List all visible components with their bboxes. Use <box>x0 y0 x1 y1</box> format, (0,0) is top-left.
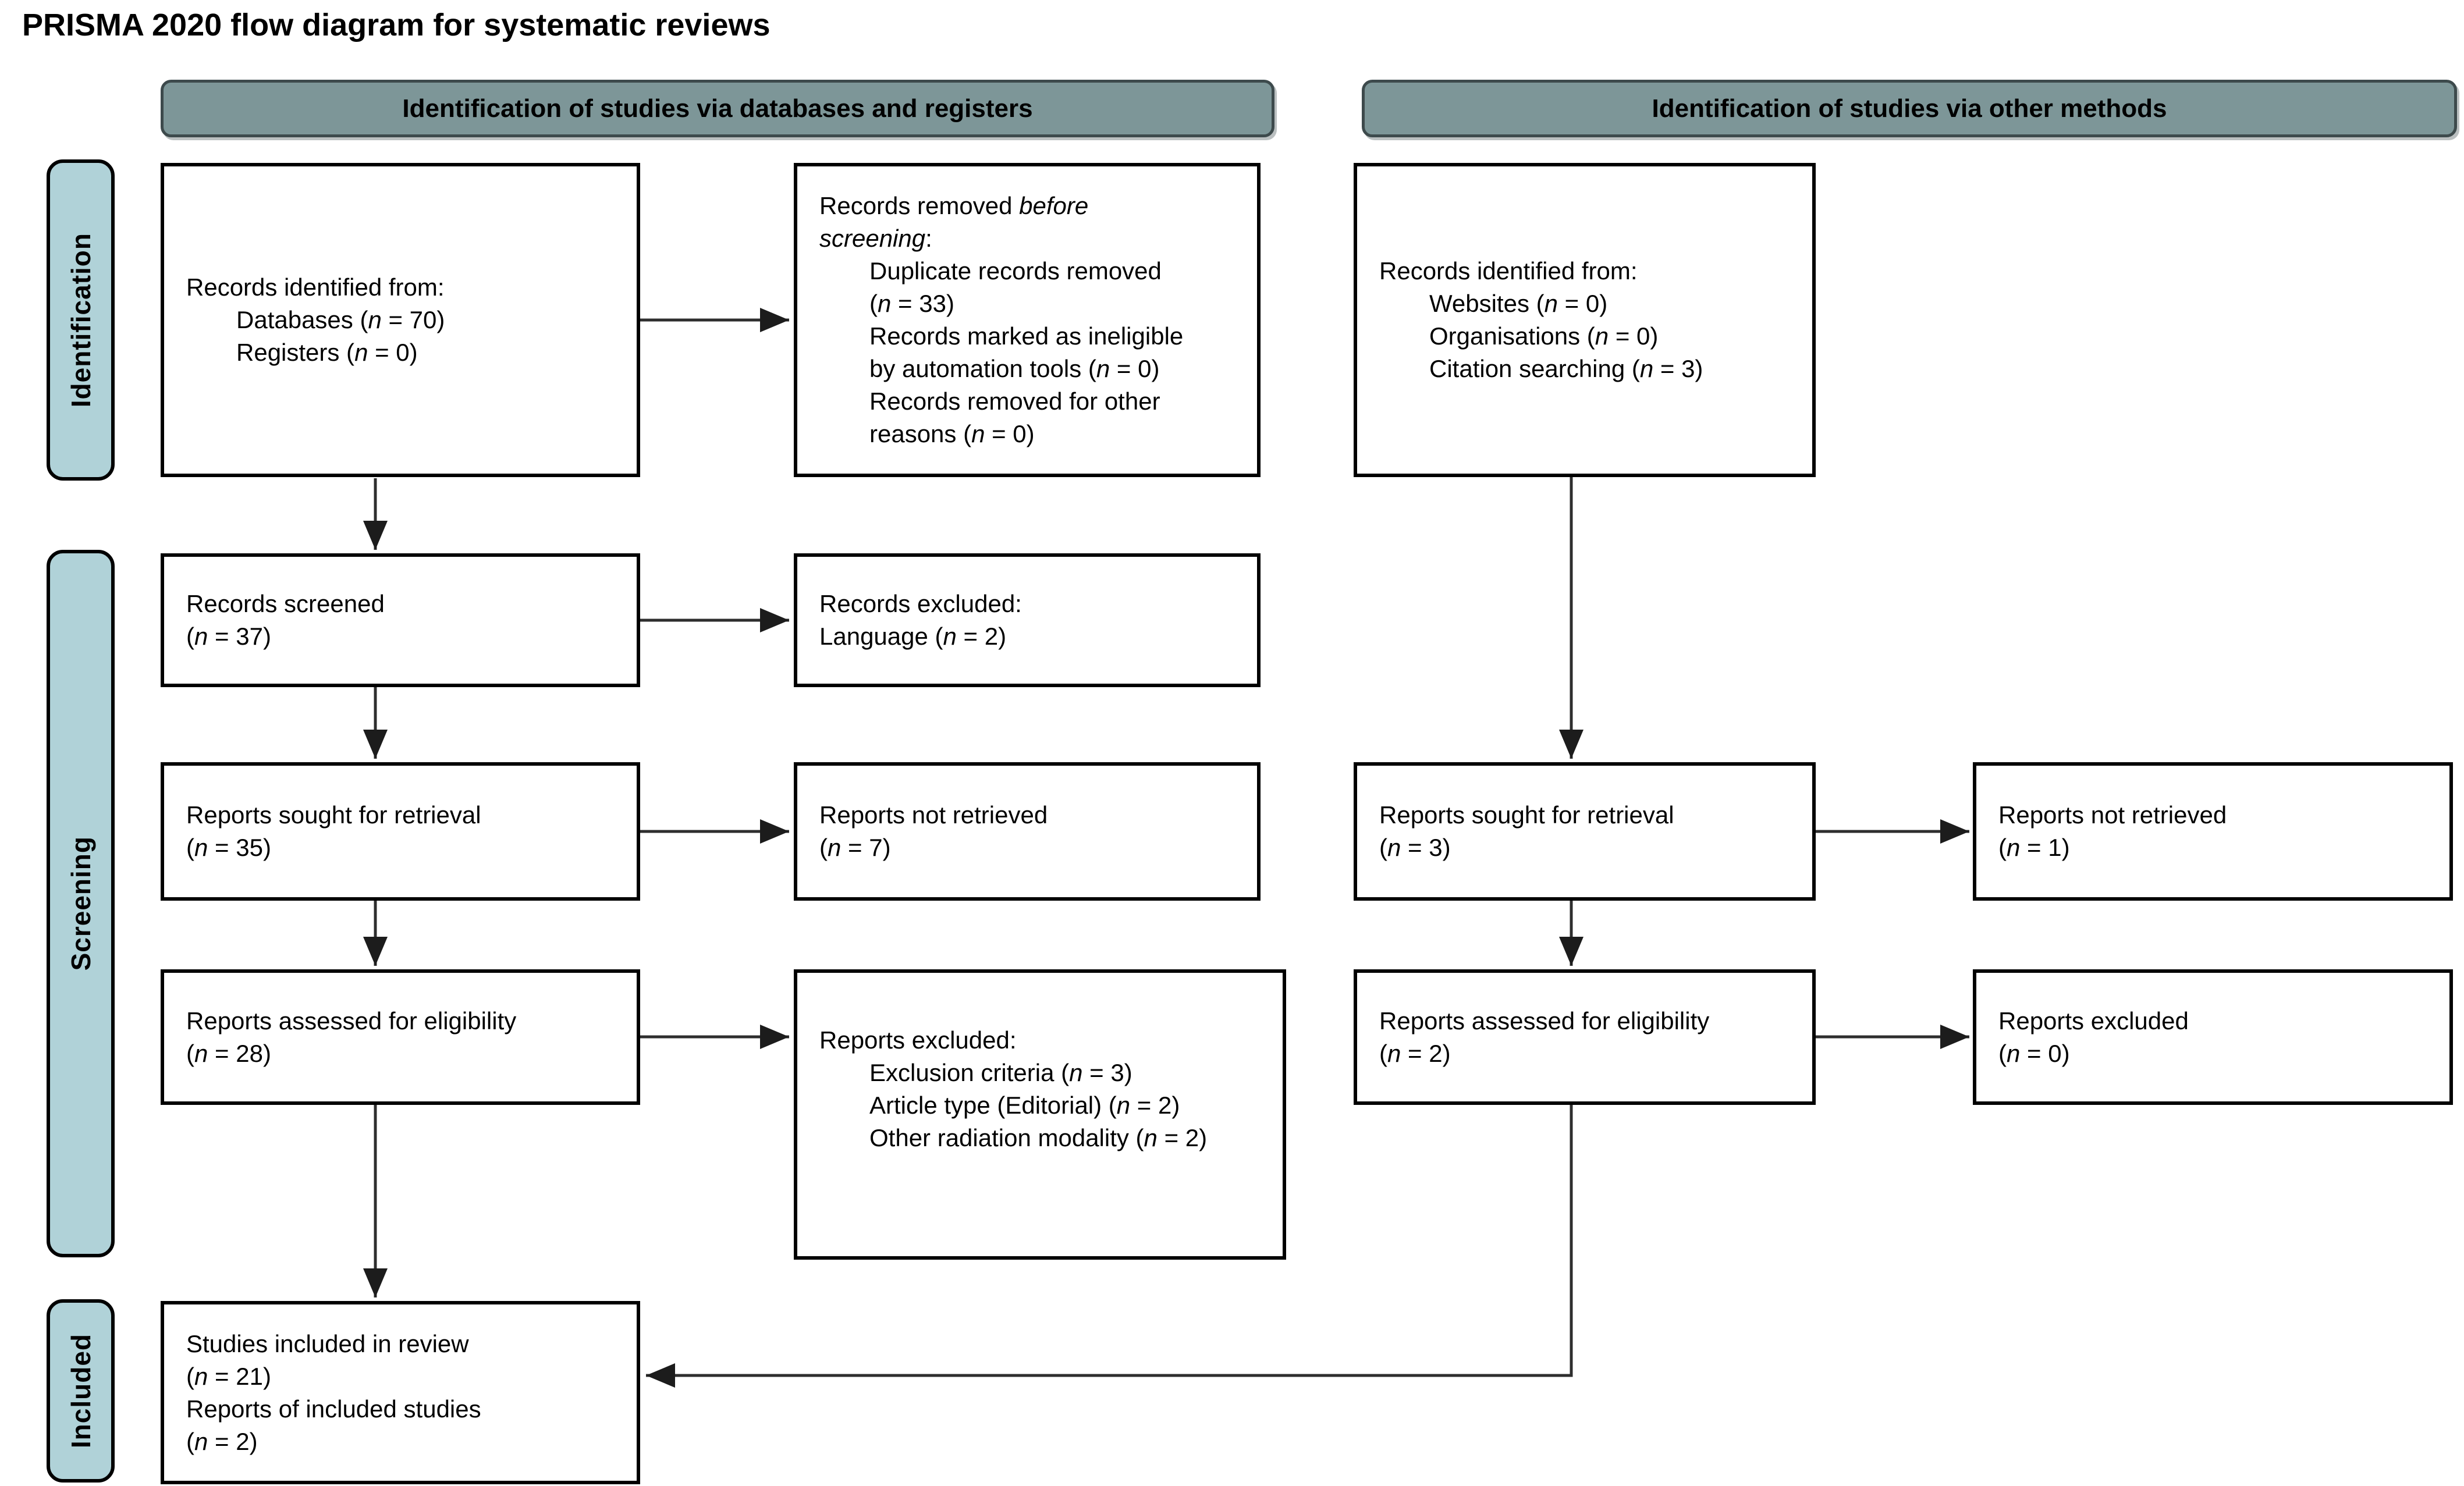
box-records-excluded: Records excluded:Language (n = 2) <box>794 553 1261 687</box>
header-other-methods: Identification of studies via other meth… <box>1362 80 2457 137</box>
stage-screening: Screening <box>47 550 115 1257</box>
header-databases-registers-label: Identification of studies via databases … <box>402 94 1033 123</box>
box-reports-not-retrieved-databases: Reports not retrieved(n = 7) <box>794 762 1261 901</box>
box-records-identified-databases: Records identified from:Databases (n = 7… <box>161 163 640 477</box>
box-reports-sought-databases: Reports sought for retrieval(n = 35) <box>161 762 640 901</box>
box-reports-not-retrieved-other: Reports not retrieved(n = 1) <box>1973 762 2453 901</box>
header-other-methods-label: Identification of studies via other meth… <box>1652 94 2167 123</box>
box-reports-excluded-databases: Reports excluded:Exclusion criteria (n =… <box>794 969 1286 1260</box>
stage-screening-label: Screening <box>65 836 96 971</box>
stage-identification: Identification <box>47 159 115 481</box>
box-reports-excluded-other: Reports excluded(n = 0) <box>1973 969 2453 1105</box>
box-studies-included: Studies included in review(n = 21)Report… <box>161 1301 640 1484</box>
box-records-identified-other: Records identified from:Websites (n = 0)… <box>1354 163 1816 477</box>
box-reports-sought-other: Reports sought for retrieval(n = 3) <box>1354 762 1816 901</box>
arrow-other-assessed-to-included <box>646 1105 1573 1388</box>
box-reports-assessed-other: Reports assessed for eligibility(n = 2) <box>1354 969 1816 1105</box>
page-title: PRISMA 2020 flow diagram for systematic … <box>22 8 771 42</box>
box-records-screened: Records screened(n = 37) <box>161 553 640 687</box>
stage-identification-label: Identification <box>65 232 96 408</box>
box-reports-assessed-databases: Reports assessed for eligibility(n = 28) <box>161 969 640 1105</box>
stage-included-label: Included <box>65 1333 96 1449</box>
header-databases-registers: Identification of studies via databases … <box>161 80 1274 137</box>
stage-included: Included <box>47 1299 115 1483</box>
